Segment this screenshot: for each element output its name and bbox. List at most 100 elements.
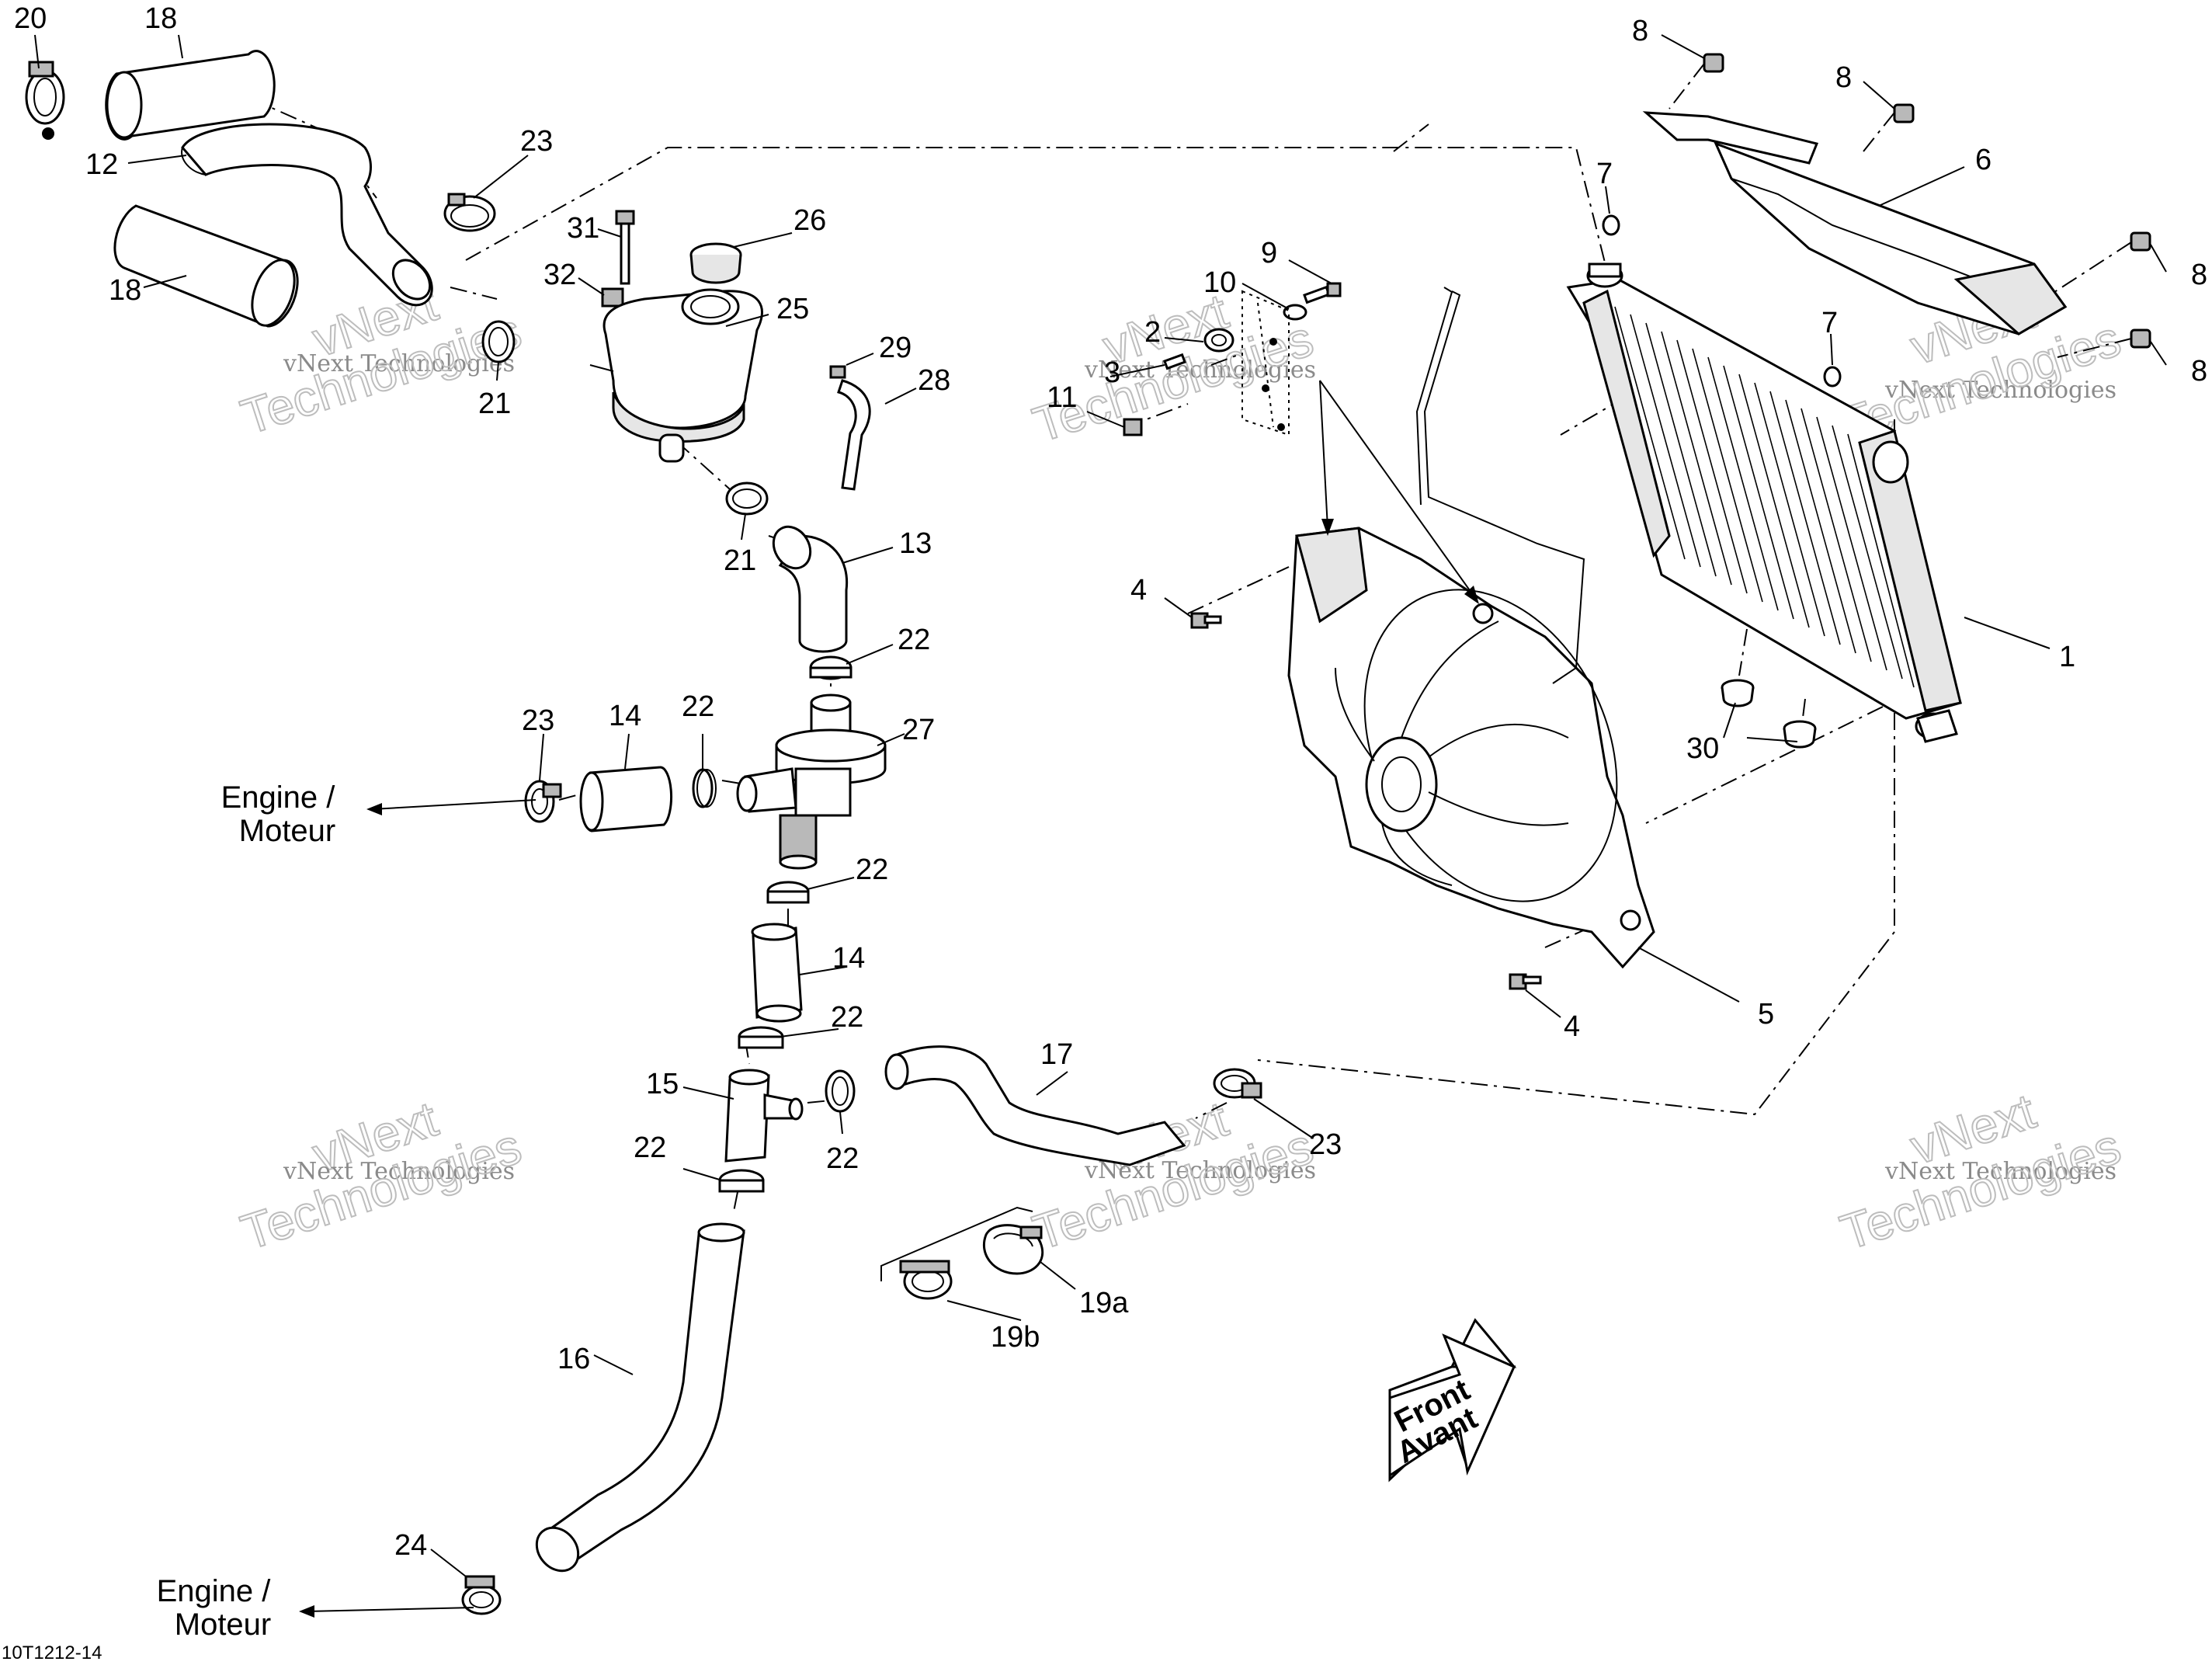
callout-7: 7: [1821, 307, 1838, 339]
clamp-22b: [692, 768, 717, 808]
grommet-30b: [1783, 720, 1817, 749]
callout-28: 28: [918, 364, 950, 397]
callout-6: 6: [1975, 144, 1991, 176]
bolt-4b: [1509, 973, 1542, 990]
callout-22: 22: [682, 690, 714, 723]
hose-18-top: [105, 50, 276, 141]
moteur-label: Moteur: [175, 1608, 272, 1642]
callout-10: 10: [1203, 266, 1236, 299]
callout-23: 23: [520, 125, 553, 158]
front-direction-arrow: Front Avant: [1388, 1318, 1517, 1483]
hose-14-vertical: [751, 923, 803, 1023]
watermark-bottom-left: vNext vNext Technologies Technologies: [234, 1090, 529, 1261]
leader-lines: [34, 34, 2167, 1577]
thermostat-housing-27: [736, 693, 887, 870]
callout-8: 8: [1632, 15, 1648, 47]
nut-32: [601, 287, 624, 308]
screw-8c: [2130, 231, 2151, 252]
callout-23: 23: [1309, 1128, 1342, 1161]
fitting-29: [829, 365, 846, 379]
hose-14-horizontal: [579, 766, 673, 832]
callout-22: 22: [831, 1001, 863, 1034]
watermark-text-2: vNext Technologies: [1084, 356, 1316, 384]
screw-8b: [1893, 103, 1915, 123]
callout-22: 22: [898, 624, 930, 656]
nut-11: [1123, 418, 1143, 436]
tee-15: [724, 1069, 804, 1163]
radiator-fins: [1614, 306, 1915, 688]
bolt-4a: [1190, 612, 1222, 629]
hose-17: [884, 1045, 1186, 1166]
callout-27: 27: [902, 714, 935, 746]
callout-26: 26: [793, 204, 826, 237]
callout-14: 14: [609, 700, 641, 732]
washer-7b: [1823, 366, 1842, 388]
bolt-9: [1303, 282, 1342, 304]
callout-8: 8: [2191, 259, 2207, 291]
callout-29: 29: [879, 332, 912, 364]
washer-10: [1283, 304, 1307, 321]
clamp-19b: [899, 1260, 953, 1300]
callout-22: 22: [856, 853, 888, 886]
callout-15: 15: [646, 1068, 679, 1100]
clamp-23-right: [1213, 1068, 1262, 1099]
callout-2: 2: [1144, 316, 1161, 349]
grommet-30a: [1721, 679, 1755, 707]
engine-arrow-upper: Engine / Moteur: [221, 780, 537, 848]
callout-12: 12: [85, 148, 118, 181]
callout-19a: 19a: [1079, 1287, 1129, 1319]
callout-25: 25: [776, 293, 809, 325]
elbow-hose-13: [772, 525, 849, 653]
watermark-text-2: vNext Technologies: [283, 1158, 515, 1185]
screw-8d: [2130, 328, 2151, 349]
callout-8: 8: [1835, 61, 1852, 94]
callout-20: 20: [14, 2, 47, 35]
stud-3: [1163, 353, 1186, 370]
clamp-23-mid: [524, 780, 562, 823]
hose-28: [837, 379, 871, 491]
clamp-22e: [825, 1069, 856, 1113]
clamp-19a: [982, 1224, 1044, 1275]
callout-19b: 19b: [991, 1321, 1040, 1354]
callout-4: 4: [1564, 1010, 1580, 1043]
engine-label: Engine /: [221, 780, 336, 815]
callout-21: 21: [724, 544, 756, 577]
hose-16: [535, 1222, 745, 1573]
callout-3: 3: [1104, 356, 1120, 389]
callout-7: 7: [1596, 158, 1613, 190]
callout-9: 9: [1261, 237, 1277, 269]
fan-assembly-5: [1287, 287, 1655, 969]
callout-17: 17: [1040, 1038, 1073, 1071]
clamp-21-lower: [725, 481, 769, 516]
watermark-text-2: vNext Technologies: [283, 350, 515, 377]
washer-7a: [1602, 214, 1620, 236]
callout-5: 5: [1758, 998, 1774, 1031]
callout-18: 18: [144, 2, 177, 35]
callout-32: 32: [543, 259, 576, 291]
watermark-text-2: vNext Technologies: [1884, 1158, 2117, 1185]
watermark-bottom-center: vNext vNext Technologies Technologies: [1026, 1090, 1321, 1261]
clamp-22c: [766, 881, 810, 904]
callout-22: 22: [826, 1142, 859, 1175]
radiator-1: [1566, 262, 1962, 743]
watermark-bottom-right: vNext vNext Technologies Technologies: [1833, 1082, 2128, 1261]
reference-code: 10T1212-14: [2, 1642, 102, 1663]
moteur-label: Moteur: [239, 814, 336, 848]
clamp-22d: [738, 1026, 784, 1049]
watermark-top-center: vNext vNext Technologies Technologies: [1026, 282, 1321, 454]
clamp-21-top: [481, 320, 516, 363]
callout-14: 14: [832, 942, 865, 975]
cap-26: [689, 242, 742, 284]
callout-13: 13: [899, 527, 932, 560]
callout-4: 4: [1130, 574, 1147, 607]
watermark-text-2: vNext Technologies: [1884, 377, 2117, 404]
callout-30: 30: [1686, 732, 1719, 765]
callout-11: 11: [1047, 381, 1077, 414]
screw-8a: [1703, 53, 1724, 73]
callout-18: 18: [109, 274, 141, 307]
engine-arrow-lower: Engine / Moteur: [157, 1574, 474, 1642]
callout-22: 22: [634, 1131, 666, 1164]
clamp-24: [461, 1575, 502, 1615]
expansion-tank-25: [589, 288, 763, 463]
